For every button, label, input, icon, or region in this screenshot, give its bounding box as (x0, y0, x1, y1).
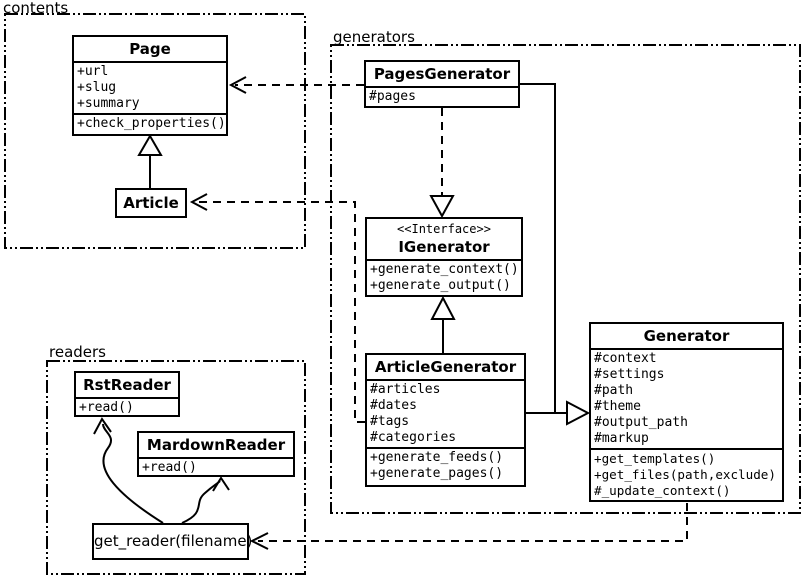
attribute-row: #tags (370, 414, 410, 429)
class-article: Article (115, 188, 187, 218)
method-row: +get_templates() (594, 451, 716, 466)
method-row: +generate_output() (370, 278, 511, 293)
package-label-generators: generators (333, 28, 415, 46)
class-page: Page +url +slug +summary +check_properti… (72, 35, 228, 136)
attribute-row: #markup (594, 431, 649, 446)
class-mardown-reader: MardownReader +read() (137, 431, 295, 477)
class-rst-reader-title: RstReader (83, 376, 171, 394)
class-rst-reader: RstReader +read() (74, 371, 180, 417)
class-page-title: Page (129, 40, 171, 58)
class-article-generator: ArticleGenerator #articles #dates #tags … (365, 353, 526, 487)
class-igenerator-stereotype: <<Interface>> (397, 222, 491, 236)
method-row: +generate_feeds() (370, 450, 504, 465)
attribute-row: #articles (370, 382, 441, 397)
class-generator-attributes: #context #settings #path #theme #output_… (591, 348, 782, 448)
dependency-arrow-generator-getreader (249, 503, 688, 550)
package-label-readers: readers (49, 343, 106, 361)
attribute-row: #categories (370, 430, 457, 445)
class-generator: Generator #context #settings #path #them… (589, 322, 784, 502)
inheritance-arrow-articlegenerator-igenerator (430, 295, 456, 353)
class-generator-title: Generator (643, 327, 730, 345)
inheritance-arrow-to-generator (520, 83, 591, 426)
method-row: +check_properties() (77, 116, 226, 131)
dependency-arrow-articlegenerator-article (189, 193, 365, 423)
class-rst-reader-methods: +read() (76, 397, 178, 415)
attribute-row: #output_path (594, 415, 688, 430)
method-row: +generate_pages() (370, 466, 504, 481)
node-get-reader: get_reader(filename) (92, 523, 252, 560)
class-article-title: Article (123, 194, 179, 212)
class-igenerator: <<Interface>> IGenerator +generate_conte… (365, 217, 523, 297)
attribute-row: #path (594, 383, 634, 398)
class-article-generator-methods: +generate_feeds() +generate_pages() (367, 447, 524, 483)
attribute-row: +slug (77, 80, 117, 95)
method-row: +get_files(path,exclude) (594, 467, 776, 482)
attribute-row: #theme (594, 399, 641, 414)
method-row: +generate_context() (370, 262, 519, 277)
class-page-methods: +check_properties() (74, 113, 226, 133)
attribute-row: #context (594, 351, 657, 366)
realization-arrow-pagesgenerator-igenerator (429, 108, 455, 219)
attribute-row: #pages (369, 89, 416, 104)
method-row: +read() (79, 400, 134, 415)
class-pages-generator: PagesGenerator #pages (364, 60, 520, 108)
class-article-generator-title: ArticleGenerator (374, 358, 517, 376)
dependency-arrow-pagesgenerator-page (228, 76, 364, 94)
attribute-row: #dates (370, 398, 417, 413)
class-article-generator-attributes: #articles #dates #tags #categories (367, 379, 524, 447)
class-igenerator-methods: +generate_context() +generate_output() (367, 259, 521, 295)
class-pages-generator-attributes: #pages (366, 86, 518, 106)
attribute-row: +url (77, 64, 109, 79)
package-label-contents: contents (3, 0, 69, 17)
method-row: +read() (142, 460, 197, 475)
attribute-row: #settings (594, 367, 665, 382)
inheritance-arrow-article-page (137, 134, 163, 188)
class-generator-methods: +get_templates() +get_files(path,exclude… (591, 448, 782, 500)
method-row: #_update_context() (594, 483, 731, 498)
class-pages-generator-title: PagesGenerator (373, 65, 511, 83)
attribute-row: +summary (77, 96, 140, 111)
class-igenerator-name: IGenerator (398, 238, 490, 256)
class-mardown-reader-methods: +read() (139, 457, 293, 475)
class-page-attributes: +url +slug +summary (74, 61, 226, 113)
arrow-getreader-mardownreader (181, 476, 230, 524)
class-igenerator-title: <<Interface>> IGenerator (367, 219, 521, 259)
class-mardown-reader-title: MardownReader (146, 436, 286, 454)
